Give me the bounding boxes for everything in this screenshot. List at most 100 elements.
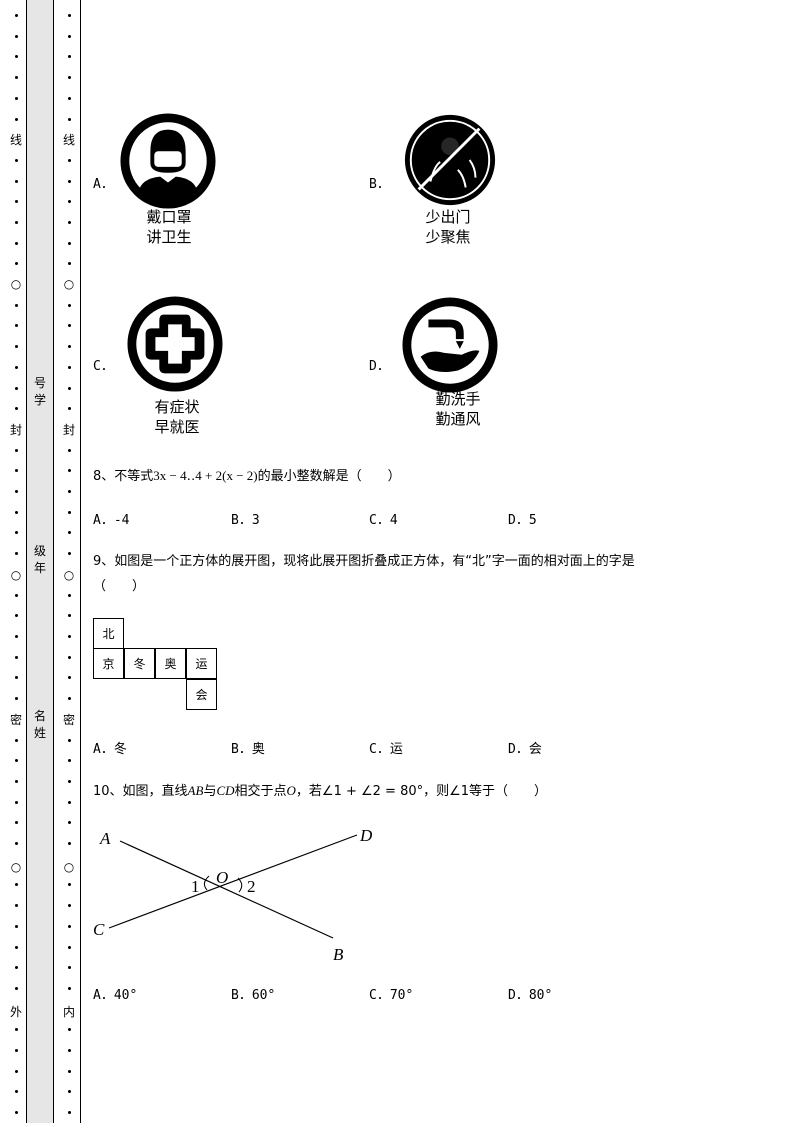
q9-option-b: B．奥	[231, 742, 265, 757]
margin-dot	[68, 1049, 71, 1052]
margin-dot	[15, 345, 18, 348]
margin-dot	[15, 407, 18, 410]
margin-dot	[68, 904, 71, 907]
student-id-label: 号学	[33, 376, 46, 407]
margin-dot	[68, 242, 71, 245]
q8-option-a: A．-4	[93, 513, 130, 528]
margin-dot	[68, 697, 71, 700]
binding-margin-band	[26, 0, 53, 1123]
label-o: O	[216, 868, 228, 887]
net-cell: 北	[93, 618, 124, 649]
margin-mark: ○	[62, 277, 76, 291]
margin-mark: ○	[9, 860, 23, 874]
margin-dot	[68, 780, 71, 783]
margin-dot	[15, 387, 18, 390]
margin-dot	[15, 966, 18, 969]
margin-dot	[15, 449, 18, 452]
margin-line	[80, 0, 81, 1123]
margin-dot	[15, 324, 18, 327]
option-b-caption: 少出门少聚焦	[425, 208, 471, 246]
label-d: D	[359, 826, 373, 845]
margin-dot	[15, 821, 18, 824]
q9-option-d: D．会	[508, 742, 542, 757]
margin-dot	[15, 35, 18, 38]
net-cell: 京	[93, 648, 124, 679]
margin-dot	[68, 635, 71, 638]
margin-dot	[68, 987, 71, 990]
margin-dot	[68, 200, 71, 203]
margin-dot	[68, 676, 71, 679]
margin-dot	[68, 594, 71, 597]
margin-mark: 密	[62, 713, 76, 727]
margin-mark: 封	[9, 423, 23, 437]
option-a-letter: A．	[93, 177, 114, 192]
label-angle-2: 2	[247, 877, 256, 896]
margin-line	[26, 0, 27, 1123]
margin-dot	[68, 1111, 71, 1114]
margin-dot	[15, 1049, 18, 1052]
line-ab	[119, 840, 334, 939]
margin-dot	[68, 511, 71, 514]
q9-option-a: A．冬	[93, 742, 127, 757]
label-angle-1: 1	[191, 877, 200, 896]
q8-option-b: B．3	[231, 513, 260, 528]
margin-dot	[68, 842, 71, 845]
net-cell: 奥	[155, 648, 186, 679]
angle-2-arc	[237, 877, 243, 893]
net-cell: 运	[186, 648, 217, 679]
option-d-caption: 勤洗手勤通风	[435, 390, 481, 428]
margin-dot	[15, 739, 18, 742]
margin-dot	[15, 511, 18, 514]
margin-mark: 密	[9, 713, 23, 727]
question-9-bracket: （ ）	[93, 579, 146, 594]
margin-dot	[68, 656, 71, 659]
margin-dot	[68, 469, 71, 472]
margin-dot	[15, 1090, 18, 1093]
margin-mark: ○	[9, 277, 23, 291]
margin-dot	[15, 76, 18, 79]
margin-dot	[15, 304, 18, 307]
net-cell: 冬	[124, 648, 155, 679]
margin-dot	[15, 759, 18, 762]
label-a: A	[99, 829, 111, 848]
margin-dot	[15, 987, 18, 990]
margin-mark: 线	[62, 133, 76, 147]
margin-dot	[68, 407, 71, 410]
margin-line	[53, 0, 54, 1123]
margin-dot	[68, 14, 71, 17]
margin-dot	[15, 242, 18, 245]
intersecting-lines-figure: A B C D O 1 2	[93, 826, 373, 960]
margin-dot	[15, 490, 18, 493]
margin-dot	[68, 739, 71, 742]
margin-dot	[68, 883, 71, 886]
grade-label: 级年	[33, 544, 46, 575]
question-8: 8、不等式3x − 4‥4 + 2(x − 2)的最小整数解是（ ）	[93, 468, 401, 484]
margin-mark: ○	[9, 568, 23, 582]
margin-dot	[68, 366, 71, 369]
margin-mark: 封	[62, 423, 76, 437]
option-a-caption: 戴口罩讲卫生	[146, 208, 192, 246]
label-b: B	[333, 945, 344, 960]
margin-dot	[68, 180, 71, 183]
margin-dot	[15, 656, 18, 659]
margin-dot	[68, 35, 71, 38]
margin-mark: ○	[62, 568, 76, 582]
mask-person-icon	[120, 113, 216, 209]
margin-dot	[68, 449, 71, 452]
margin-mark: 内	[62, 1005, 76, 1019]
margin-dot	[68, 387, 71, 390]
margin-dot	[68, 531, 71, 534]
margin-dot	[15, 1111, 18, 1114]
q10-option-d: D．80°	[508, 988, 553, 1003]
margin-dot	[68, 55, 71, 58]
margin-dot	[15, 55, 18, 58]
label-c: C	[93, 920, 105, 939]
margin-dot	[68, 821, 71, 824]
q8-option-d: D．5	[508, 513, 537, 528]
margin-dot	[15, 676, 18, 679]
option-c-caption: 有症状早就医	[154, 398, 200, 436]
margin-dot	[68, 76, 71, 79]
name-label: 名姓	[33, 709, 46, 740]
margin-mark: 外	[9, 1005, 23, 1019]
option-d-letter: D．	[369, 359, 390, 374]
